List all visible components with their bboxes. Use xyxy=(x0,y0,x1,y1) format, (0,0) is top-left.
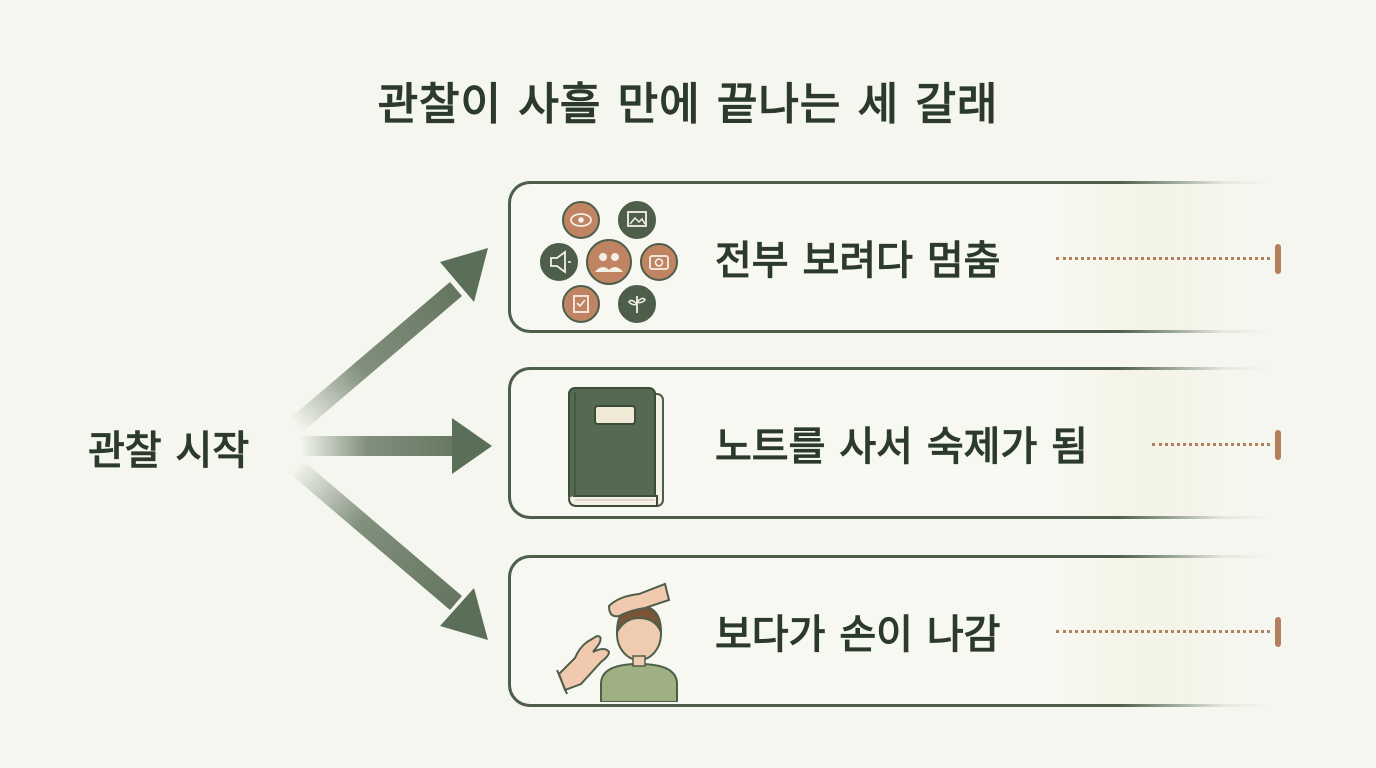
leader-line-2 xyxy=(1152,443,1270,446)
leader-cap-1 xyxy=(1275,244,1281,274)
leader-line-3 xyxy=(1056,630,1270,633)
leader-cap-2 xyxy=(1275,430,1281,460)
hand-reaching-child-icon xyxy=(539,566,679,703)
branch-label-2: 노트를 사서 숙제가 됨 xyxy=(715,424,1088,470)
arrow-to-branch-3 xyxy=(288,458,488,640)
arrow-to-branch-1 xyxy=(288,248,488,434)
leader-line-1 xyxy=(1056,257,1270,260)
branch-label-1: 전부 보려다 멈춤 xyxy=(715,238,1001,284)
branch-label-3: 보다가 손이 나감 xyxy=(715,612,1001,658)
arrow-to-branch-2 xyxy=(296,418,492,474)
start-label: 관찰 시작 xyxy=(88,428,250,474)
notebook-icon xyxy=(539,378,679,514)
diagram-title: 관찰이 사흘 만에 끝나는 세 갈래 xyxy=(377,79,999,130)
leader-cap-3 xyxy=(1275,617,1281,647)
category-circles-icon xyxy=(539,192,679,328)
